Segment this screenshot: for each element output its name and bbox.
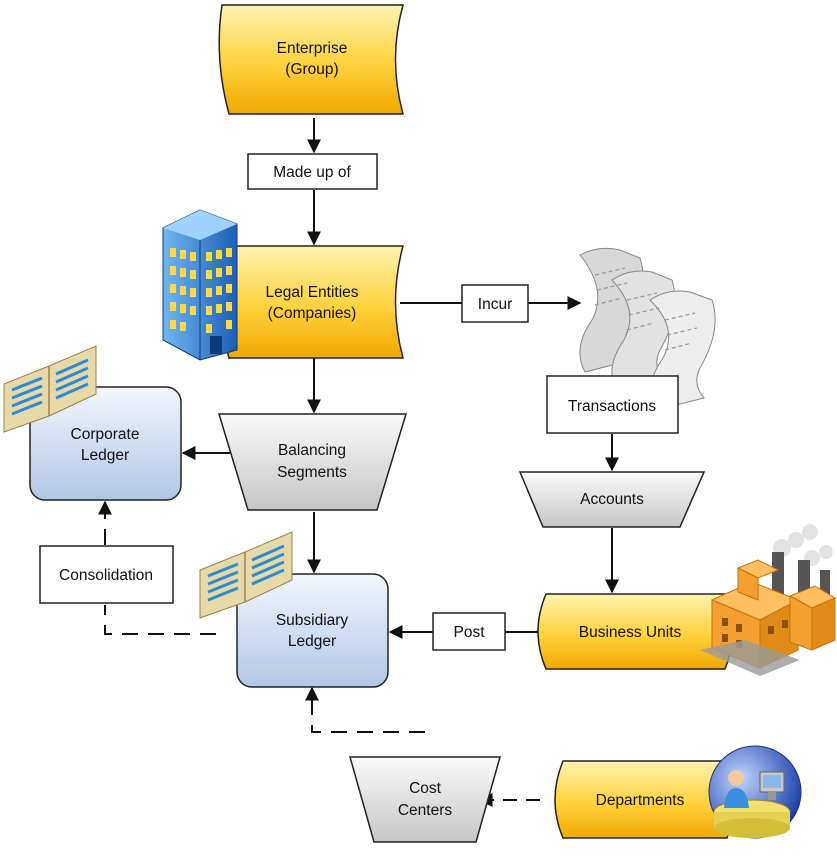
dashed-subsidiary-to-consolidation bbox=[104, 605, 216, 635]
cost-centers-label-line2: Centers bbox=[398, 802, 453, 819]
connector-label-post: Post bbox=[432, 612, 506, 651]
subsidiary-ledger-label-line1: Subsidiary bbox=[276, 612, 349, 629]
business-units-label: Business Units bbox=[579, 624, 682, 641]
legal-entities-label-line1: Legal Entities bbox=[265, 284, 358, 301]
balancing-segments-label-line1: Balancing bbox=[278, 442, 346, 459]
ledger-book-icon bbox=[3, 345, 97, 433]
node-departments: Departments bbox=[554, 760, 736, 839]
factory-icon bbox=[700, 524, 837, 676]
enterprise-label-line2: (Group) bbox=[285, 61, 338, 78]
cost-centers-label-line1: Cost bbox=[409, 780, 442, 797]
office-building-icon bbox=[162, 209, 238, 361]
connector-label-incur: Incur bbox=[461, 284, 529, 323]
enterprise-label-line1: Enterprise bbox=[277, 40, 348, 57]
connector-label-consolidation: Consolidation bbox=[39, 545, 174, 604]
ledger-book-icon bbox=[199, 531, 293, 619]
corporate-ledger-label-line2: Ledger bbox=[81, 447, 129, 464]
post-label: Post bbox=[453, 624, 485, 641]
made-up-of-label: Made up of bbox=[273, 164, 351, 181]
balancing-segments-label-line2: Segments bbox=[277, 464, 347, 481]
connector-label-made-up-of: Made up of bbox=[247, 153, 378, 190]
node-corporate-ledger: Corporate Ledger bbox=[29, 386, 182, 501]
corporate-ledger-label-line1: Corporate bbox=[71, 426, 140, 443]
node-enterprise: Enterprise (Group) bbox=[218, 4, 404, 115]
node-cost-centers: Cost Centers bbox=[349, 756, 501, 843]
subsidiary-ledger-label-line2: Ledger bbox=[288, 633, 336, 650]
node-transactions: Transactions bbox=[546, 375, 679, 434]
transaction-papers-icon bbox=[579, 247, 716, 411]
consolidation-label: Consolidation bbox=[59, 567, 153, 584]
dashed-cost-centers-to-subsidiary bbox=[305, 686, 425, 733]
node-accounts: Accounts bbox=[518, 471, 706, 528]
node-balancing-segments: Balancing Segments bbox=[217, 413, 408, 511]
node-subsidiary-ledger: Subsidiary Ledger bbox=[236, 573, 389, 688]
legal-entities-label-line2: (Companies) bbox=[268, 305, 357, 322]
node-business-units: Business Units bbox=[537, 593, 734, 670]
department-people-icon bbox=[708, 745, 802, 839]
node-legal-entities: Legal Entities (Companies) bbox=[218, 245, 404, 359]
incur-label: Incur bbox=[478, 296, 512, 313]
transactions-label: Transactions bbox=[568, 398, 656, 415]
departments-label: Departments bbox=[596, 792, 685, 809]
connectors bbox=[98, 118, 619, 807]
accounts-label: Accounts bbox=[580, 491, 644, 508]
